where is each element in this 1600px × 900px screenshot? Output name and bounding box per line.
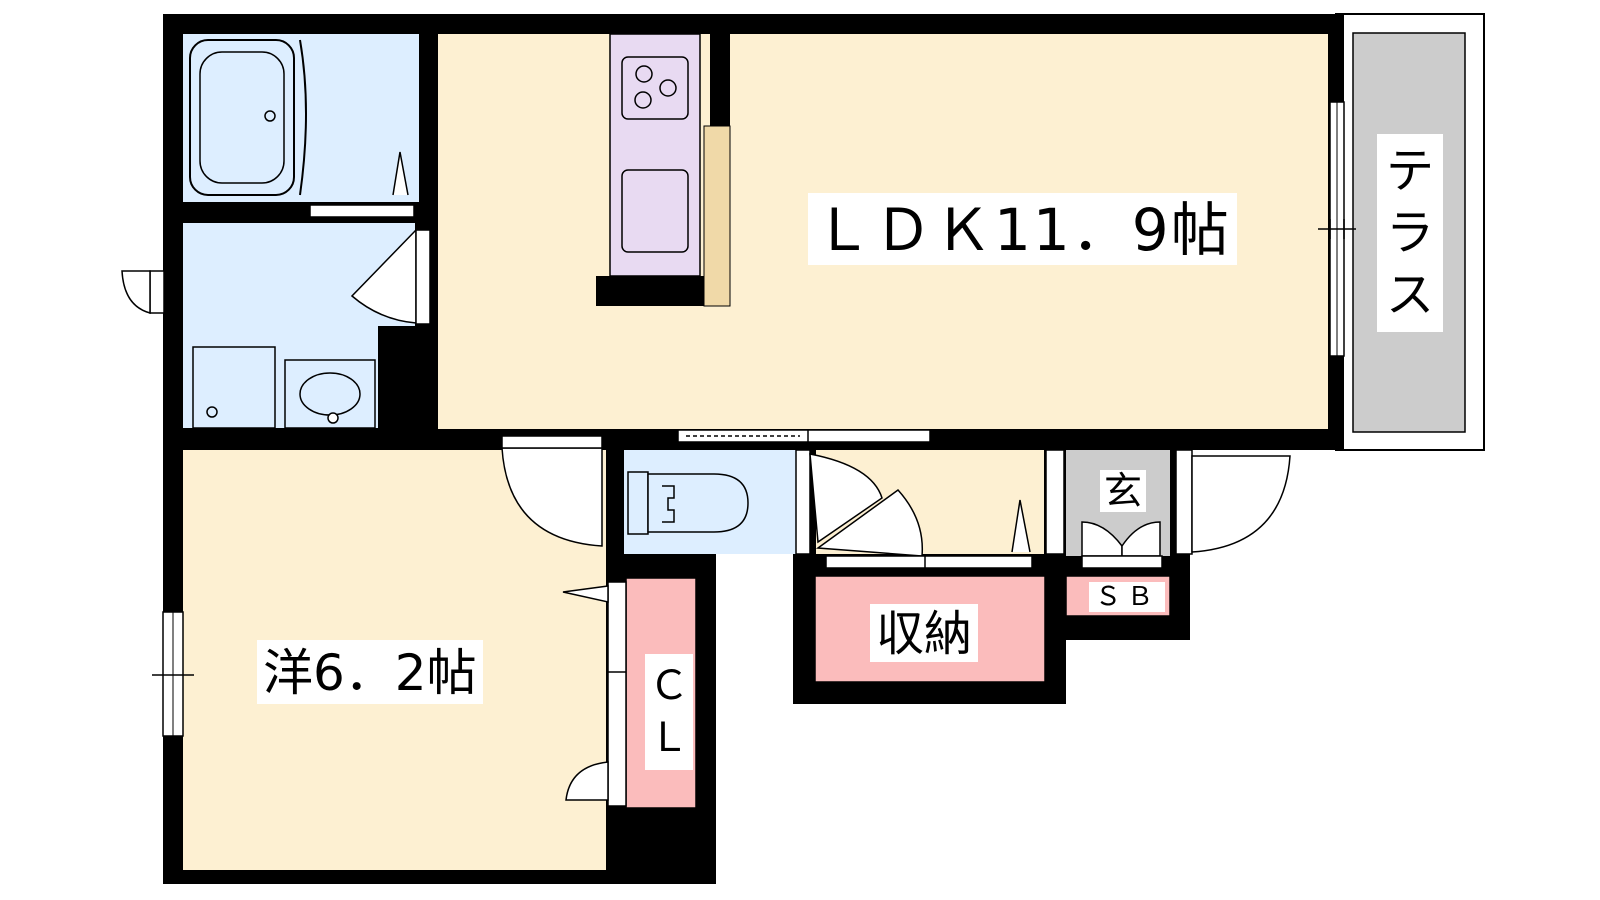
shoebox-track xyxy=(1081,555,1163,569)
storage-door-swing xyxy=(815,488,924,557)
storage-label: 収納 xyxy=(870,604,979,662)
kitchen-side-counter xyxy=(703,125,731,307)
entrance-step-jamb xyxy=(1045,449,1065,555)
vanity-basin xyxy=(299,372,361,416)
kitchen-sink xyxy=(621,169,689,253)
kitchen-base-wall xyxy=(596,276,710,306)
shoe-box-label: ＳＢ xyxy=(1089,582,1166,612)
front-door-jamb xyxy=(1175,449,1193,555)
closet-label: ＣＬ xyxy=(645,654,693,770)
shoebox-door-right xyxy=(1121,521,1161,557)
toilet-tank xyxy=(627,471,649,535)
kitchen-back-wall xyxy=(710,34,730,128)
washroom-door-jamb xyxy=(415,229,431,325)
terrace-label: テラス xyxy=(1377,134,1443,332)
bath-faucet xyxy=(392,151,409,196)
washroom-door-swing xyxy=(350,228,417,324)
closet-top-door xyxy=(562,585,609,603)
bathtub-drain xyxy=(264,110,276,122)
front-door-swing xyxy=(1191,455,1291,553)
entry-door-left-swing xyxy=(121,270,151,314)
burner-3 xyxy=(634,91,652,109)
entrance-label: 玄 xyxy=(1100,470,1147,512)
toilet-seat-hinge xyxy=(662,485,675,523)
burner-2 xyxy=(659,79,677,97)
washing-machine xyxy=(192,346,276,429)
washroom-notch xyxy=(378,326,420,428)
hall-faucet-mark xyxy=(1011,499,1031,553)
toilet-bowl xyxy=(647,473,749,533)
washing-machine-drain xyxy=(206,406,218,418)
western-room-door-swing xyxy=(501,447,603,547)
sliding-door-hall xyxy=(677,429,931,443)
toilet-door-jamb xyxy=(795,449,811,555)
bath-door-track xyxy=(309,204,415,218)
toilet-door-swing xyxy=(809,453,883,544)
stove xyxy=(621,56,689,120)
ldk-label: ＬＤＫ11．9帖 xyxy=(808,193,1237,265)
western-room-label: 洋6．2帖 xyxy=(257,640,483,704)
western-room-door-jamb xyxy=(501,435,603,449)
bath-folding-door xyxy=(299,39,307,196)
storage-door-track xyxy=(825,555,1033,569)
bathtub-inner xyxy=(199,51,285,184)
entry-door-left-jamb xyxy=(149,270,165,314)
closet-bottom-door xyxy=(565,761,609,801)
vanity-faucet xyxy=(327,412,339,424)
burner-1 xyxy=(635,65,653,83)
closet-door-frame xyxy=(607,581,627,807)
